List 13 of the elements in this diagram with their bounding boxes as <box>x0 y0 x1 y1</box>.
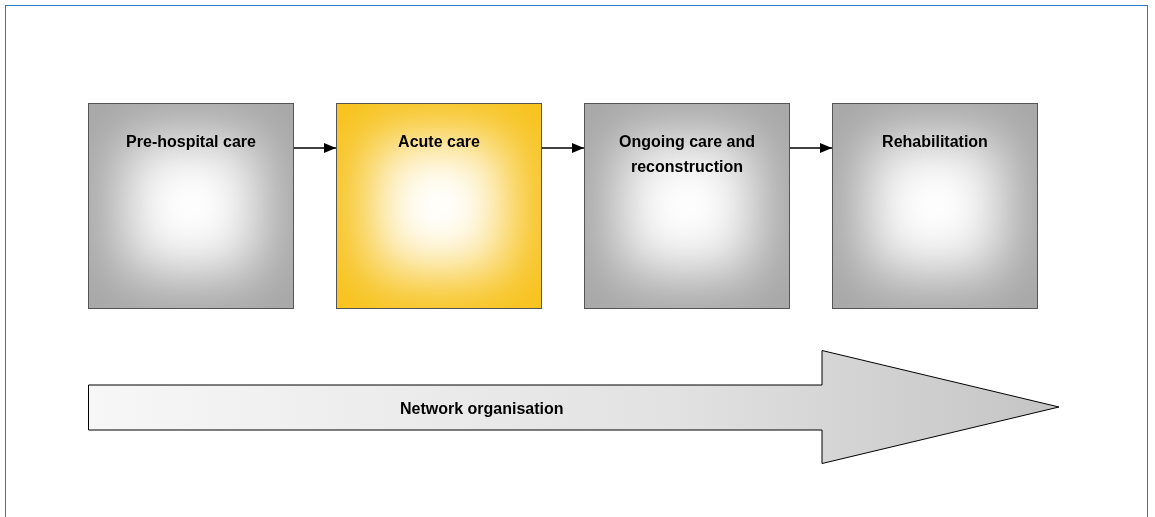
block-arrow <box>88 350 1060 464</box>
box-label: Rehabilitation <box>881 132 989 152</box>
arrow <box>541 143 585 153</box>
arrow <box>293 143 337 153</box>
process-box <box>88 103 294 309</box>
box-label: Acute care <box>397 132 481 152</box>
process-box <box>336 103 542 309</box>
box-label: Pre-hospital care <box>125 132 257 152</box>
arrow-label: Network organisation <box>400 400 564 418</box>
box-label: Ongoing care and reconstruction <box>618 132 756 177</box>
arrow <box>789 143 833 153</box>
process-box <box>584 103 790 309</box>
process-box <box>832 103 1038 309</box>
